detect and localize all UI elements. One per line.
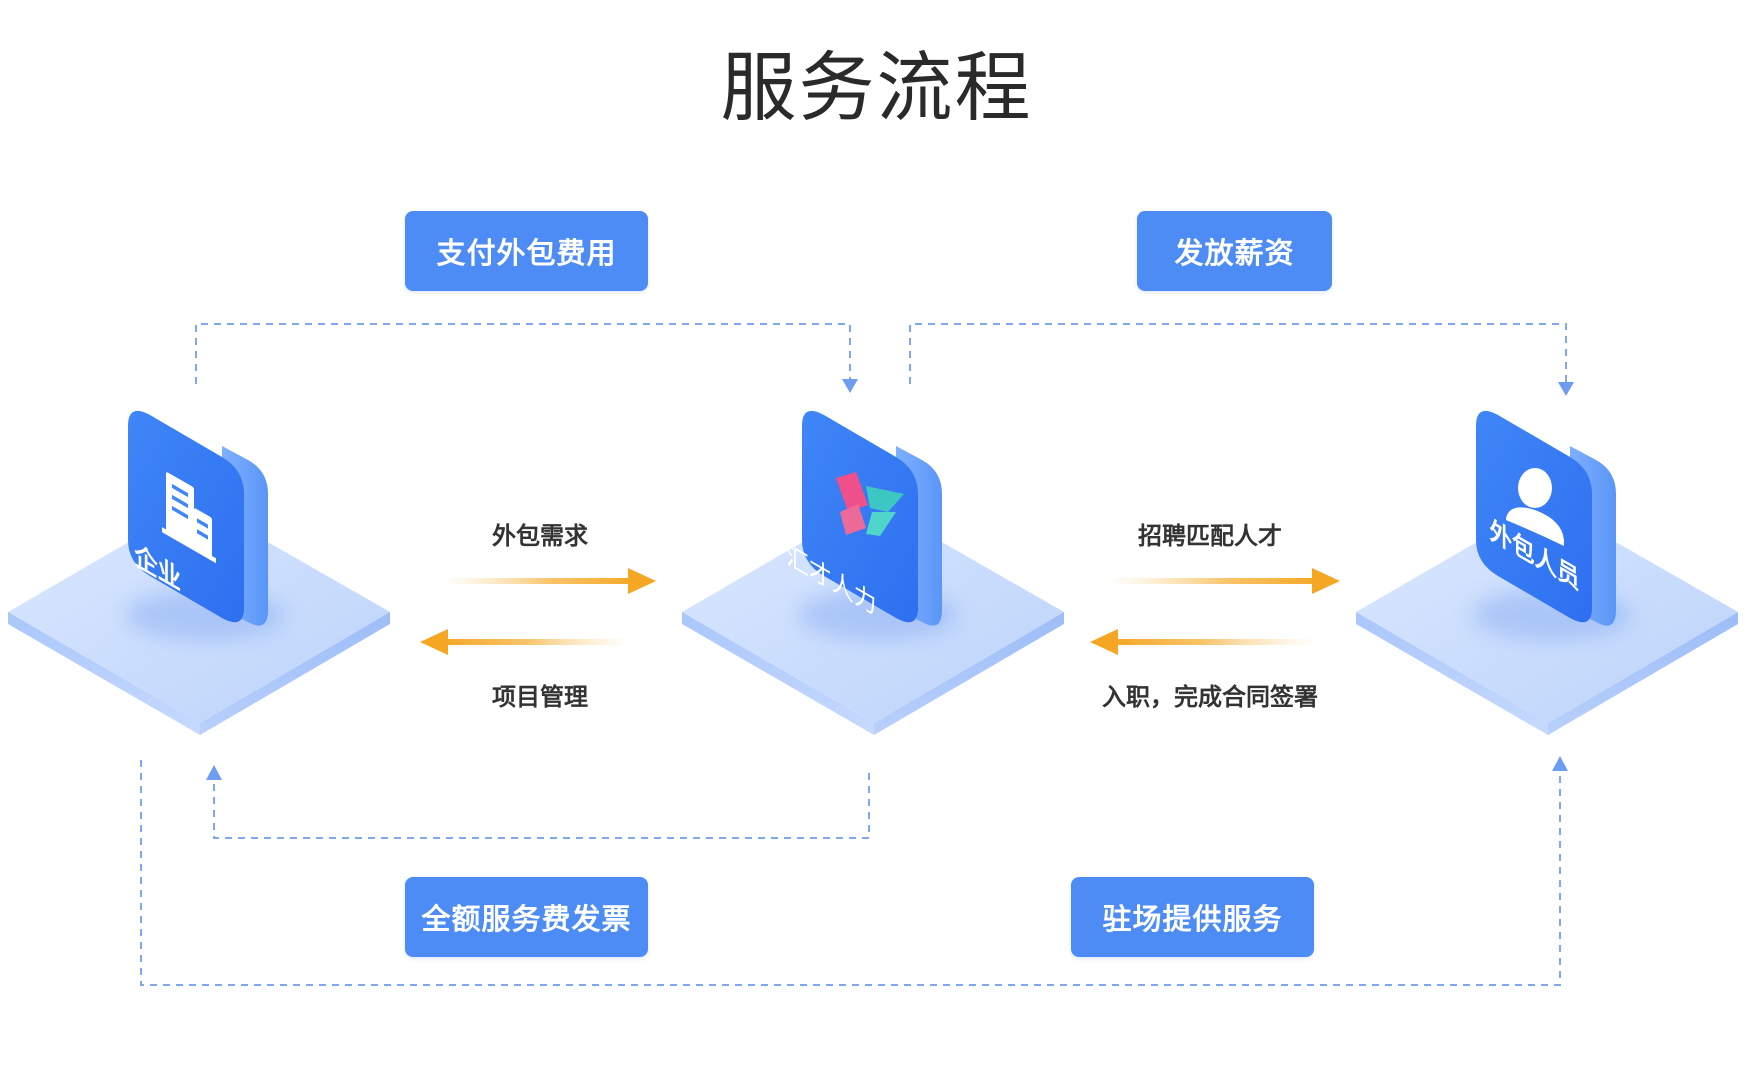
onboard-label: 入职，完成合同签署: [1102, 683, 1318, 711]
arrowhead-down-staff: [1558, 382, 1574, 396]
arrow-recruit-shaft: [1105, 578, 1325, 584]
connector-salary: [909, 323, 1567, 385]
plate-right-side: [874, 612, 1064, 735]
platform-node: 汇才人力: [682, 410, 1064, 735]
plate-left-side: [8, 612, 200, 735]
arrow-project-shaft: [440, 639, 632, 645]
flow-arrows: [420, 568, 1340, 655]
arrow-onboard-head: [1090, 629, 1118, 655]
plate-right-side: [200, 612, 390, 735]
arrowhead-up-staff: [1552, 756, 1568, 771]
connector-onsite: [140, 760, 1561, 986]
icon-block-side: [222, 446, 268, 626]
arrowhead-down-platform: [842, 379, 858, 393]
recruit-label: 招聘匹配人才: [1138, 522, 1282, 550]
building-icon: [162, 472, 216, 564]
plate-left-side: [1356, 612, 1548, 735]
enterprise-node: 企业: [8, 410, 390, 735]
arrowhead-up-enterprise: [206, 765, 222, 780]
issue-salary-pill: 发放薪资: [1137, 211, 1332, 291]
arrow-recruit-head: [1312, 568, 1340, 594]
arrow-demand-head: [628, 568, 656, 594]
connector-pay-fee: [195, 323, 851, 384]
plate-left-side: [682, 612, 874, 735]
huicai-logo-icon: [836, 472, 904, 536]
page-title: 服务流程: [720, 43, 1033, 132]
icon-block-side: [896, 446, 942, 626]
person-icon: [1506, 468, 1564, 546]
pay-fee-pill: 支付外包费用: [405, 211, 648, 291]
plate-right-side: [1548, 612, 1738, 735]
icon-block-side: [1570, 446, 1616, 626]
project-mgmt-label: 项目管理: [492, 683, 588, 711]
connector-invoice: [213, 773, 870, 839]
invoice-pill: 全额服务费发票: [405, 877, 648, 957]
connector-arrowheads: [206, 379, 1574, 780]
arrow-project-head: [420, 629, 448, 655]
demand-label: 外包需求: [492, 522, 588, 550]
staff-node: 外包人员: [1356, 410, 1738, 735]
dashed-connectors: [140, 323, 1567, 986]
onsite-service-pill: 驻场提供服务: [1071, 877, 1314, 957]
arrow-onboard-shaft: [1110, 639, 1320, 645]
arrow-demand-shaft: [440, 578, 640, 584]
